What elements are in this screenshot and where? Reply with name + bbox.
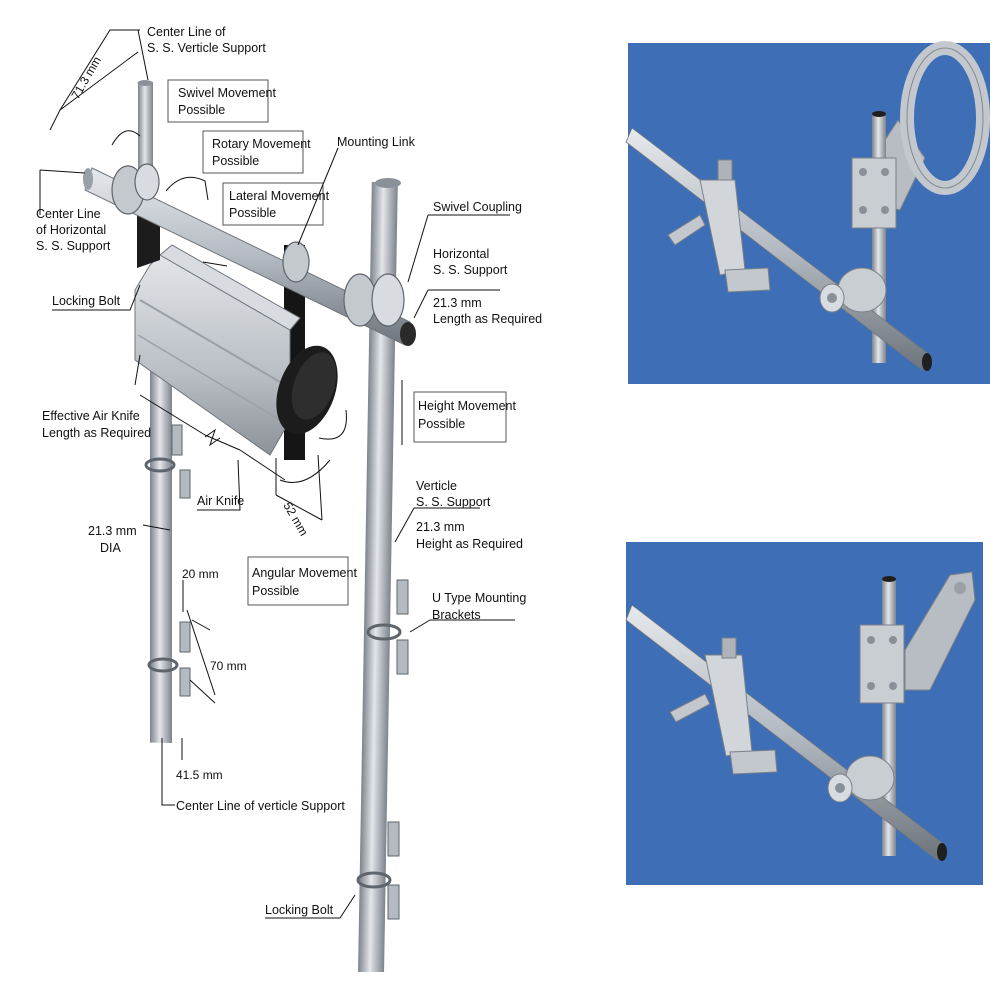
u-bracket-left-lower <box>147 621 191 697</box>
label-lateral-movement: Lateral Movement Possible <box>229 189 333 220</box>
leader-lines <box>39 29 515 919</box>
label-dia: 21.3 mm DIA <box>88 524 140 555</box>
label-swivel-coupling: Swivel Coupling <box>433 200 522 214</box>
break-mark <box>204 428 221 447</box>
dim-20-mm: 20 mm <box>182 567 219 581</box>
mounting-link-clamp <box>282 241 310 283</box>
u-bracket-right-lower <box>356 821 400 920</box>
dim-71-3-mm: 71.3 mm <box>68 54 103 101</box>
dim-41-5-mm: 41.5 mm <box>176 768 223 782</box>
label-locking-bolt-top: Locking Bolt <box>52 294 121 308</box>
label-rotary-movement: Rotary Movement Possible <box>212 137 314 168</box>
render-panel-bottom <box>625 542 983 885</box>
render-top-clamp-plate <box>851 157 897 229</box>
label-effective-air-knife: Effective Air Knife Length as Required <box>42 409 151 440</box>
air-knife <box>134 200 338 456</box>
swivel-coupling-right <box>343 273 405 327</box>
render-bottom-flat-plate <box>904 571 976 691</box>
movement-arrows <box>111 130 403 483</box>
render-bottom-swivel-coupling <box>827 755 895 803</box>
technical-drawing: Center Line of S. S. Verticle Support Sw… <box>36 25 542 972</box>
label-height-movement: Height Movement Possible <box>418 399 519 431</box>
rotary-movement-box <box>202 130 304 174</box>
label-horizontal-support: Horizontal S. S. Support 21.3 mm Length … <box>433 247 542 326</box>
right-vertical-support <box>358 178 401 972</box>
render-top-swivel-coupling <box>819 267 887 313</box>
swivel-movement-box <box>167 79 269 123</box>
label-center-line-verticle-support: Center Line of verticle Support <box>176 799 345 813</box>
render-top-u-bracket <box>667 159 771 293</box>
dim-52-mm: 52 mm <box>280 500 310 539</box>
render-bottom-u-bracket <box>669 637 778 775</box>
label-air-knife: Air Knife <box>197 494 244 508</box>
height-movement-box <box>413 391 507 443</box>
lateral-movement-box <box>222 182 324 226</box>
label-locking-bolt-bottom: Locking Bolt <box>265 903 334 917</box>
label-angular-movement: Angular Movement Possible <box>252 566 360 598</box>
render-panel-top-background <box>628 43 990 384</box>
label-verticle-support: Verticle S. S. Support 21.3 mm Height as… <box>416 479 523 551</box>
label-u-type-brackets: U Type Mounting Brackets <box>432 591 530 622</box>
u-bracket-left-upper <box>144 424 191 499</box>
label-center-line-vertical: Center Line of S. S. Verticle Support <box>147 25 266 55</box>
dim-70-mm: 70 mm <box>210 659 247 673</box>
label-swivel-movement: Swivel Movement Possible <box>178 86 279 117</box>
angular-movement-box <box>247 556 349 606</box>
label-center-line-horizontal: Center Line of Horizontal S. S. Support <box>36 207 111 253</box>
label-mounting-link: Mounting Link <box>337 135 416 149</box>
render-panel-top <box>625 41 990 384</box>
u-bracket-right-upper <box>366 579 409 675</box>
left-vertical-support <box>137 80 172 744</box>
render-bottom-clamp-plate <box>859 624 905 704</box>
swivel-coupling-left <box>111 163 160 215</box>
